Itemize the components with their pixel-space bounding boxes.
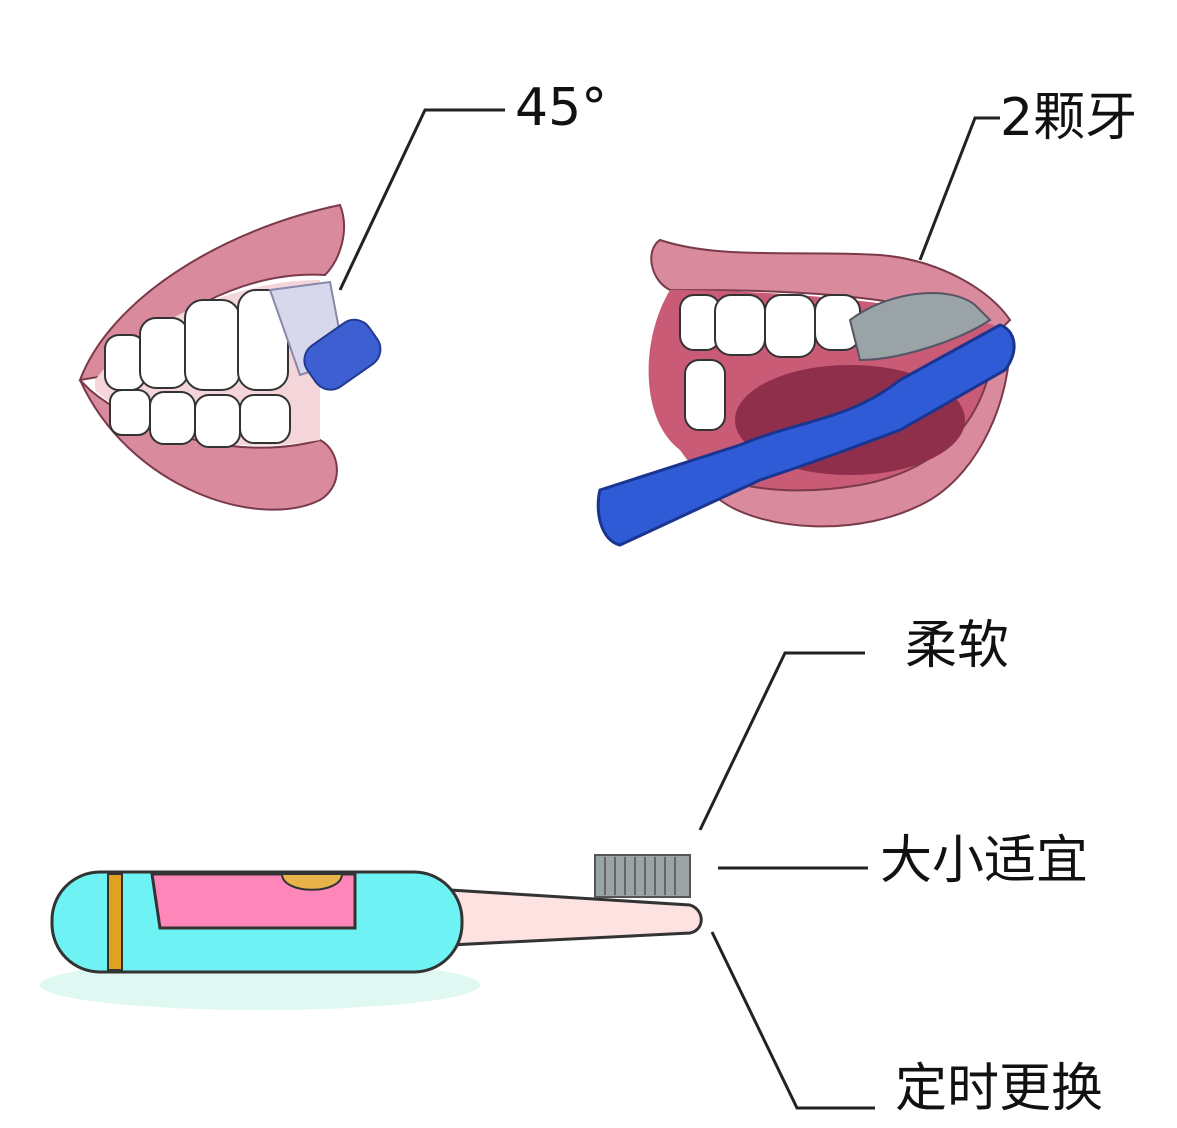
leader-line-two-teeth xyxy=(918,116,1000,261)
leader-line-angle xyxy=(338,108,505,291)
electric-toothbrush-illustration xyxy=(40,854,703,1010)
leader-line-soft xyxy=(698,651,865,831)
left-mouth-illustration xyxy=(78,203,382,511)
label-right-size: 大小适宜 xyxy=(880,831,1089,891)
label-replace-regularly: 定时更换 xyxy=(895,1059,1104,1119)
leader-line-replace xyxy=(710,931,875,1110)
label-soft: 柔软 xyxy=(905,616,1010,676)
right-mouth-illustration xyxy=(596,238,1016,547)
label-angle: 45° xyxy=(515,78,608,138)
label-two-teeth: 2颗牙 xyxy=(1000,88,1138,148)
leader-lines xyxy=(338,108,1000,1110)
